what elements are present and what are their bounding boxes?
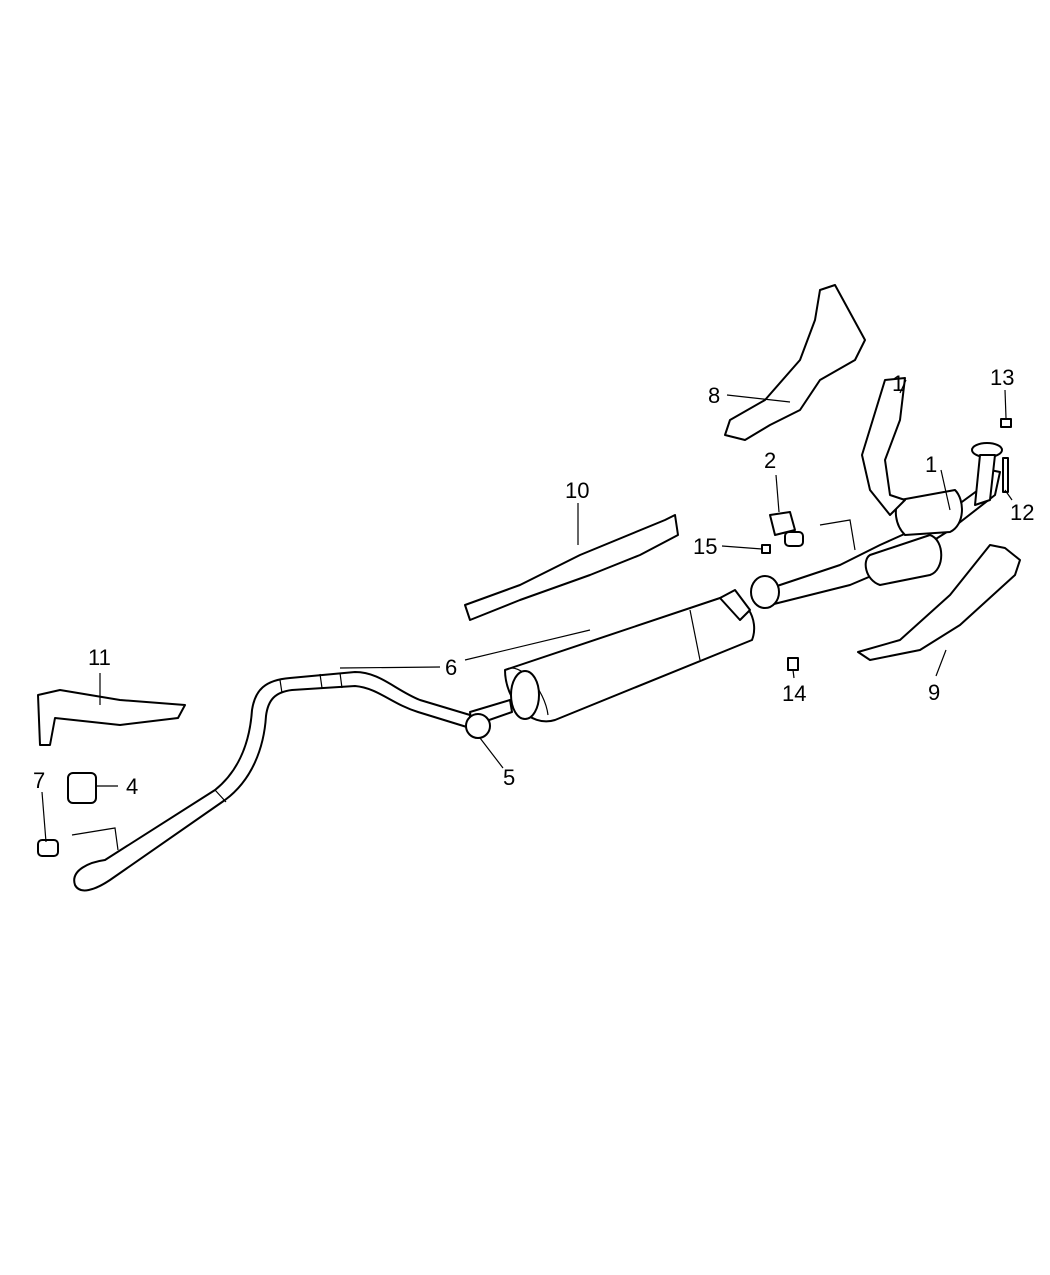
callout-15: 15 [693,534,717,559]
callout-1a: 1 [892,371,904,396]
callout-8: 8 [708,383,720,408]
muffler [469,589,756,727]
callout-12: 12 [1010,500,1034,525]
callout-2: 2 [764,448,776,473]
heat-shield-8 [724,284,866,441]
heat-shield-11 [37,689,186,746]
bolt-12 [1002,457,1009,493]
callout-10: 10 [565,478,589,503]
heat-shield-9 [857,544,1021,661]
isolator-4 [67,772,97,804]
callout-13: 13 [990,365,1014,390]
nut-13 [1000,418,1012,428]
callout-14: 14 [782,681,806,706]
heat-shield-10 [464,514,679,621]
callout-6: 6 [445,655,457,680]
callout-5: 5 [503,765,515,790]
clamp [465,713,491,739]
front-pipe-catalytic-converter [750,377,1003,609]
callout-4: 4 [126,774,138,799]
isolator-7 [37,827,119,857]
callout-9: 9 [928,680,940,705]
gasket-14 [787,657,799,671]
leader-lines [41,379,1013,843]
callout-7: 7 [33,768,45,793]
callout-1b: 1 [925,452,937,477]
hanger-bracket [769,511,856,551]
callout-11: 11 [88,645,111,670]
nut-15 [761,544,771,554]
